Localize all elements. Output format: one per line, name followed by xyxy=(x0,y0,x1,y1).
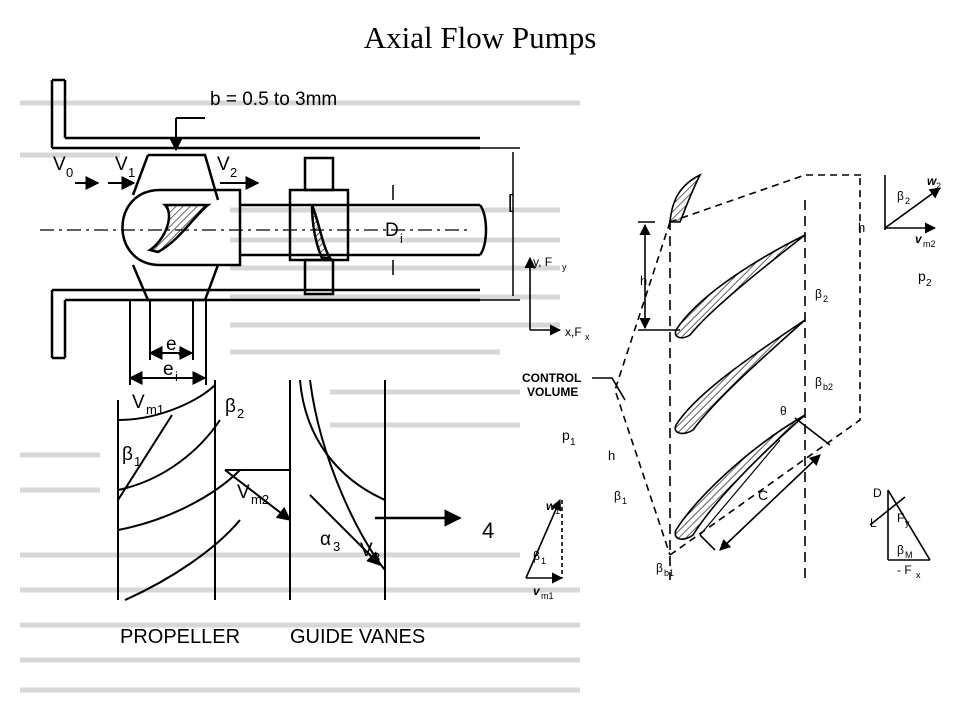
beta2-label: β xyxy=(815,287,822,301)
force-fx-label: - F xyxy=(897,563,912,577)
velocity-triangle-outlet xyxy=(884,175,941,234)
pitch-h-right: h xyxy=(858,220,865,235)
x-axis-label: x,F xyxy=(565,325,582,339)
p2-label: p xyxy=(918,268,926,284)
beta1-cascade-label: β xyxy=(614,489,621,503)
y-axis-sub: y xyxy=(562,262,567,272)
beta-b2-sub: b2 xyxy=(823,382,833,392)
ei-label: e xyxy=(163,359,174,380)
vm2-sub: m2 xyxy=(251,492,269,507)
pitch-h-lower: h xyxy=(608,448,615,463)
beta1-label: β xyxy=(122,444,133,465)
gap-label: b = 0.5 to 3mm xyxy=(210,89,337,110)
beta2-sub: 2 xyxy=(237,406,244,421)
v3-label: V xyxy=(360,540,373,561)
tri1-beta-sub: 1 xyxy=(541,556,546,566)
vm2-cascade-label: v xyxy=(915,232,923,246)
force-fx-sub: x xyxy=(916,570,921,580)
force-fy-sub: y xyxy=(905,518,910,528)
w1-sub: 1 xyxy=(555,506,560,516)
v2-sub: 2 xyxy=(230,165,237,180)
force-d-label: D xyxy=(873,486,882,500)
v3-sub: 3 xyxy=(373,550,380,565)
force-betam-sub: M xyxy=(905,550,913,560)
propeller-label: PROPELLER xyxy=(120,626,240,648)
vm2-label: V xyxy=(237,482,250,503)
w2-sub: 2 xyxy=(936,181,941,191)
ea-label: e xyxy=(166,334,177,355)
v1-sub: 1 xyxy=(128,165,135,180)
tri2-beta-sub: 2 xyxy=(905,196,910,206)
page-title: Axial Flow Pumps xyxy=(363,20,597,55)
v1-label: V xyxy=(115,154,128,175)
force-l-label: L xyxy=(870,516,877,530)
y-axis-label: y, F xyxy=(533,255,552,269)
beta1-sub: 1 xyxy=(134,454,141,469)
beta2-sub: 2 xyxy=(823,294,828,304)
tri1-beta-label: β xyxy=(533,549,540,563)
vm1-label: V xyxy=(132,392,145,413)
control-volume-label: CONTROL xyxy=(522,371,581,385)
v0-label: V xyxy=(53,154,66,175)
v0-sub: 0 xyxy=(66,165,73,180)
p1-sub: 1 xyxy=(570,437,576,448)
ei-sub: i xyxy=(175,369,178,384)
alpha3-sub: 3 xyxy=(333,539,340,554)
chord-label: C xyxy=(758,487,768,503)
w2-label: w xyxy=(927,174,937,188)
beta-b1-label: β xyxy=(656,561,663,575)
theta-label: θ xyxy=(780,404,787,418)
di-sub: i xyxy=(400,231,403,246)
beta-b2-label: β xyxy=(815,375,822,389)
ea-sub: a xyxy=(178,344,186,359)
v2-label: V xyxy=(217,154,230,175)
beta1-cascade-sub: 1 xyxy=(622,496,627,506)
p1-label: p xyxy=(562,427,570,443)
pump-labels: b = 0.5 to 3mm V 0 V 1 V 2 D i e a e i [ xyxy=(53,89,514,384)
background-scan-text xyxy=(20,100,580,693)
control-volume-label-2: VOLUME xyxy=(527,385,578,399)
blade-labels: V m1 β 1 β 2 V m2 α 3 V 3 4 PROPELLER GU… xyxy=(120,392,494,648)
p2-sub: 2 xyxy=(926,278,932,289)
tri2-beta-label: β xyxy=(897,189,904,203)
casing-diameter-mark: [ xyxy=(508,192,514,213)
guide-vanes-label: GUIDE VANES xyxy=(290,626,425,648)
force-fy-label: F xyxy=(897,511,904,525)
beta-b1-sub: b1 xyxy=(664,568,674,578)
flow-arrows xyxy=(75,117,260,385)
di-label: D xyxy=(385,220,399,241)
pitch-h-left: h xyxy=(640,273,647,288)
blade-velocity-diagram xyxy=(117,379,462,601)
force-triangle xyxy=(869,489,931,561)
w1-label: w xyxy=(546,499,556,513)
pump-cross-section xyxy=(40,78,520,360)
cascade-labels: y, F y x,F x CONTROL VOLUME h h h p 1 p … xyxy=(522,174,941,601)
cascade-geometry xyxy=(524,174,865,580)
alpha3-label: α xyxy=(320,529,331,550)
beta2-label: β xyxy=(225,396,236,417)
vm2-cascade-sub: m2 xyxy=(923,239,936,249)
velocity-triangle-inlet xyxy=(525,498,564,584)
x-axis-sub: x xyxy=(585,332,590,342)
force-betam-label: β xyxy=(897,543,904,557)
blade-profiles xyxy=(669,173,806,540)
arrow-number: 4 xyxy=(482,518,494,543)
vm1-cascade-label: v xyxy=(533,584,541,598)
vm1-cascade-sub: m1 xyxy=(541,591,554,601)
vm1-sub: m1 xyxy=(146,402,164,417)
